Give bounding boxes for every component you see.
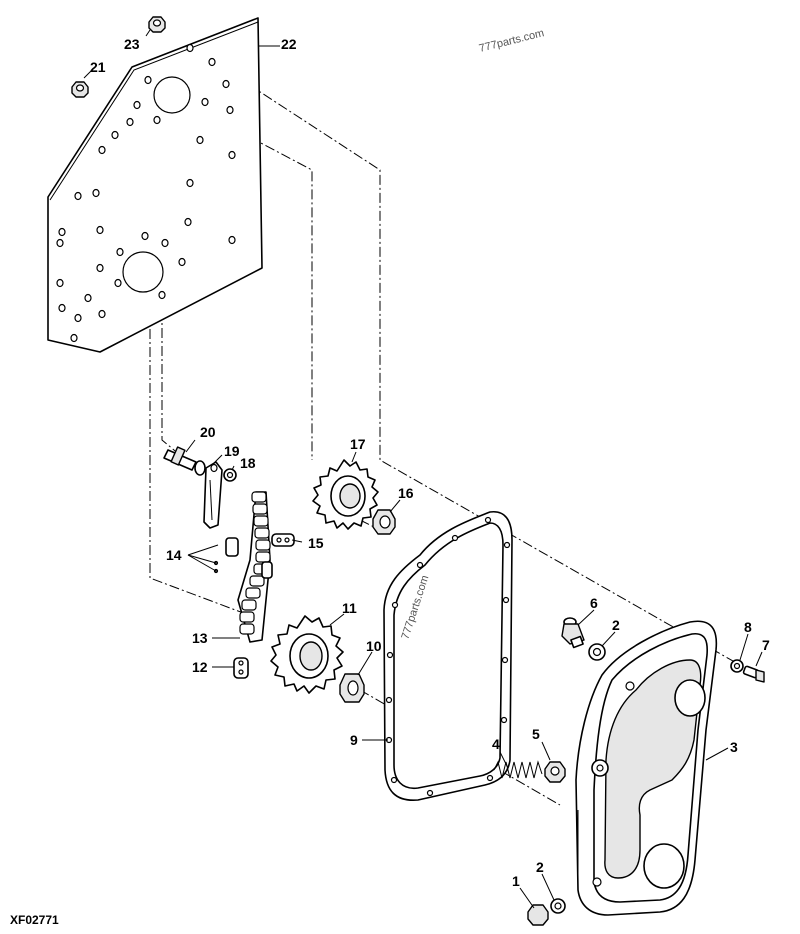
callout-3: 3 [730,739,738,755]
spring-4 [493,760,543,779]
sprocket-17 [312,459,379,530]
callout-15: 15 [308,535,324,551]
nut-21 [71,81,89,98]
washer-2-upper [588,643,606,661]
callout-17: 17 [350,436,366,452]
callout-14: 14 [166,547,182,563]
callout-10: 10 [366,638,382,654]
callout-8: 8 [744,619,752,635]
cap-screw-1 [527,904,549,926]
stud-20 [163,446,206,476]
hub-nut-16 [372,509,396,535]
callout-16: 16 [398,485,414,501]
callout-leaders [83,29,763,909]
callout-11: 11 [342,600,357,616]
offset-link-14 [213,537,273,579]
callout-21: 21 [90,59,106,75]
callout-1: 1 [512,873,520,889]
washer-2-lower [550,898,566,914]
connecting-link-15 [271,533,295,547]
chain-case-cover-3 [575,620,718,916]
hex-nut-5 [544,761,566,783]
callout-5: 5 [532,726,540,742]
washer-18 [223,468,237,482]
callout-7: 7 [762,637,770,653]
tensioner-arm-19 [203,461,223,529]
nut-23 [148,16,166,33]
callout-22: 22 [281,36,297,52]
callout-2-lower: 2 [536,859,544,875]
callout-13: 13 [192,630,208,646]
callout-labels: 22 23 21 20 19 18 17 16 15 14 13 12 11 1… [90,36,770,889]
callout-2-upper: 2 [612,617,620,633]
callout-6: 6 [590,595,598,611]
hub-nut-10 [339,673,365,703]
figure-id: XF02771 [10,913,59,927]
callout-4: 4 [492,736,500,752]
sprocket-11 [270,615,344,694]
callout-19: 19 [224,443,240,459]
gasket-9: 777parts.com [383,511,513,801]
callout-18: 18 [240,455,256,471]
callout-9: 9 [350,732,358,748]
watermark-text: 777parts.com [478,27,546,55]
bolt-7 [742,665,765,683]
connecting-link-12 [233,657,249,679]
callout-20: 20 [200,424,216,440]
callout-12: 12 [192,659,208,675]
mounting-plate-22 [47,17,263,353]
grease-fitting-6 [561,617,585,649]
washer-8 [730,659,744,673]
callout-23: 23 [124,36,140,52]
